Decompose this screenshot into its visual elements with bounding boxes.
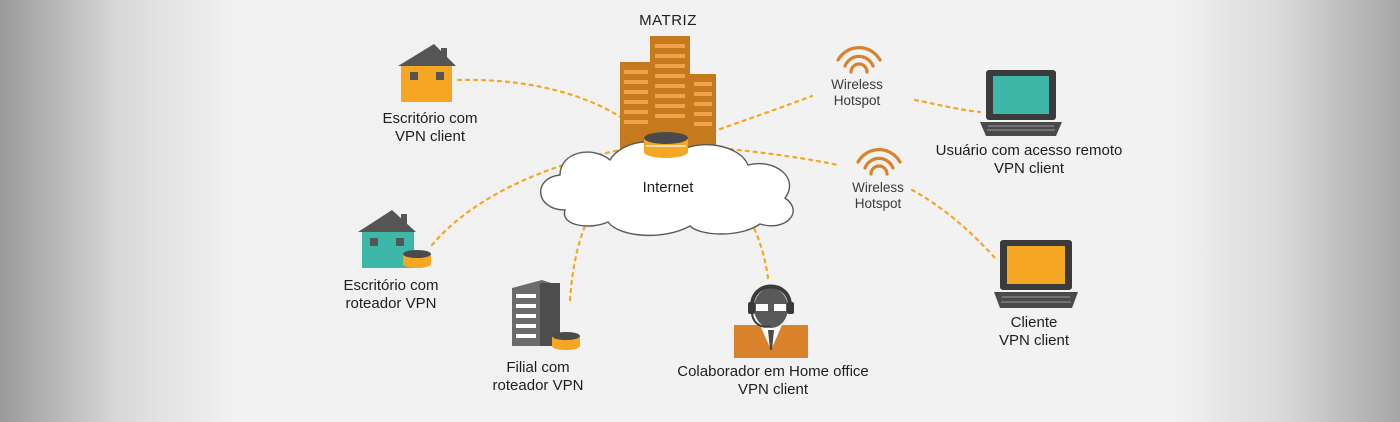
- connector-cliente: [910, 188, 997, 260]
- connector-hotspot-1: [688, 94, 814, 142]
- connector-escritorio-roteador: [430, 146, 632, 247]
- internet-label: Internet: [642, 179, 694, 196]
- matriz-label: MATRIZ: [639, 12, 697, 29]
- label-line: Usuário com acesso remoto: [935, 142, 1123, 159]
- headset-person-icon: [734, 284, 808, 358]
- label-line: Wireless: [831, 77, 883, 92]
- wifi-icon: [856, 148, 902, 176]
- connector-usuario-remoto: [913, 98, 982, 114]
- label-line: VPN client: [737, 381, 809, 398]
- label-line: VPN client: [993, 160, 1065, 177]
- escritorio-roteador-label: Escritório com roteador VPN: [343, 277, 438, 313]
- usuario-remoto-label: Usuário com acesso remoto VPN client: [936, 142, 1123, 178]
- label-line: VPN client: [394, 128, 466, 145]
- router-icon: [644, 132, 688, 158]
- label-line: Filial com: [506, 359, 570, 376]
- cloud-icon: [540, 141, 794, 236]
- label-line: Hotspot: [833, 93, 881, 108]
- escritorio-vpn-client-label: Escritório com VPN client: [382, 110, 477, 146]
- label-line: Hotspot: [854, 196, 902, 211]
- label-line: roteador VPN: [492, 377, 584, 394]
- filial-label: Filial com roteador VPN: [493, 359, 584, 395]
- server-tower-icon: [512, 280, 560, 346]
- cliente-label: Cliente VPN client: [999, 314, 1069, 350]
- label-line: Escritório com: [382, 110, 478, 127]
- house-icon: [398, 44, 456, 102]
- router-icon: [403, 250, 431, 268]
- router-icon: [552, 332, 580, 350]
- colaborador-label: Colaborador em Home office VPN client: [677, 363, 868, 399]
- label-line: Escritório com: [343, 277, 439, 294]
- laptop-icon: [994, 240, 1078, 308]
- label-line: VPN client: [998, 332, 1070, 349]
- hotspot-2-label: Wireless Hotspot: [852, 180, 904, 212]
- label-line: roteador VPN: [345, 295, 437, 312]
- laptop-icon: [980, 70, 1062, 136]
- label-line: Wireless: [852, 180, 904, 195]
- hotspot-1-label: Wireless Hotspot: [831, 77, 883, 109]
- label-line: Colaborador em Home office: [677, 363, 869, 380]
- wifi-icon: [836, 46, 882, 74]
- label-line: Cliente: [1010, 314, 1058, 331]
